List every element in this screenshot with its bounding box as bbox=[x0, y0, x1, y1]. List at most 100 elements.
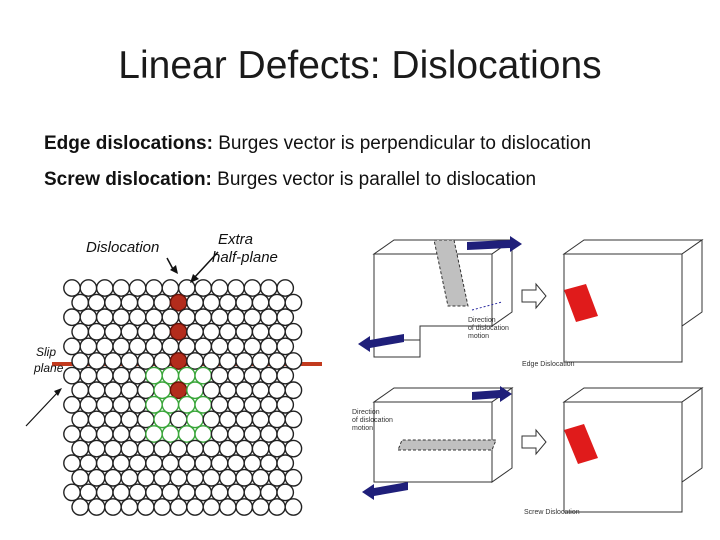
atom bbox=[276, 366, 295, 385]
atom bbox=[153, 439, 172, 458]
edge-dislocation-line: Edge dislocations: Burges vector is perp… bbox=[44, 133, 591, 155]
atom bbox=[202, 381, 221, 400]
atom bbox=[112, 454, 131, 473]
screw-top-arrow bbox=[472, 386, 512, 402]
distorted-atom bbox=[153, 381, 172, 400]
atom bbox=[251, 352, 270, 370]
atom bbox=[194, 483, 213, 502]
atom bbox=[251, 498, 270, 516]
atom bbox=[284, 410, 303, 429]
extra-half-plane-atom bbox=[169, 381, 188, 400]
atom bbox=[161, 279, 180, 297]
atom bbox=[120, 410, 139, 429]
atom bbox=[128, 308, 147, 327]
distorted-atom bbox=[177, 366, 196, 385]
atom bbox=[104, 410, 122, 429]
atom bbox=[276, 454, 295, 473]
atom bbox=[251, 410, 270, 429]
atom bbox=[63, 454, 81, 473]
atom bbox=[210, 337, 229, 356]
atom bbox=[186, 498, 204, 516]
atom bbox=[251, 439, 270, 458]
atom bbox=[243, 279, 262, 297]
atom bbox=[202, 410, 221, 429]
atom bbox=[79, 308, 98, 327]
atom bbox=[202, 322, 221, 341]
atom bbox=[153, 468, 172, 487]
atom bbox=[136, 498, 155, 516]
atom bbox=[227, 454, 245, 473]
atom bbox=[186, 322, 204, 341]
screw-dislocation-line: Screw dislocation: Burges vector is para… bbox=[44, 169, 536, 191]
atom bbox=[177, 483, 196, 502]
atom bbox=[268, 381, 286, 400]
atom bbox=[276, 279, 295, 297]
atom bbox=[210, 308, 229, 327]
atom bbox=[284, 381, 303, 400]
atom bbox=[63, 337, 81, 356]
atom bbox=[104, 381, 122, 400]
atom bbox=[259, 308, 278, 327]
atom bbox=[210, 366, 229, 385]
atom bbox=[79, 279, 98, 297]
atom bbox=[227, 483, 245, 502]
screw-direction-label-1: Direction bbox=[352, 409, 380, 416]
slide-title: Linear Defects: Dislocations bbox=[118, 44, 602, 87]
atom bbox=[161, 454, 180, 473]
atom bbox=[128, 337, 147, 356]
atom bbox=[63, 366, 81, 385]
atom bbox=[276, 483, 295, 502]
atom bbox=[227, 366, 245, 385]
atom bbox=[194, 337, 213, 356]
atom bbox=[284, 293, 303, 312]
atom bbox=[259, 337, 278, 356]
atom bbox=[243, 454, 262, 473]
distorted-atom bbox=[177, 395, 196, 414]
atom bbox=[202, 352, 221, 370]
atom bbox=[112, 483, 131, 502]
atom bbox=[71, 322, 90, 341]
atom bbox=[169, 439, 188, 458]
atom bbox=[120, 381, 139, 400]
edge-transform-arrow bbox=[521, 282, 547, 310]
atom bbox=[79, 395, 98, 414]
atom bbox=[268, 498, 286, 516]
atom bbox=[259, 366, 278, 385]
atom bbox=[128, 395, 147, 414]
atom bbox=[268, 293, 286, 312]
edge-direction-label-3: motion bbox=[468, 333, 489, 340]
atom bbox=[186, 439, 204, 458]
atom bbox=[227, 425, 245, 443]
distorted-atom bbox=[194, 366, 213, 385]
atom bbox=[284, 439, 303, 458]
atom bbox=[136, 381, 155, 400]
atom bbox=[218, 352, 237, 370]
atom bbox=[104, 293, 122, 312]
atom-lattice bbox=[52, 279, 322, 516]
atom bbox=[145, 483, 163, 502]
atom bbox=[104, 352, 122, 370]
atom bbox=[145, 279, 163, 297]
atom bbox=[210, 395, 229, 414]
atom bbox=[243, 337, 262, 356]
atom bbox=[284, 322, 303, 341]
atom bbox=[210, 425, 229, 443]
atom bbox=[87, 293, 106, 312]
atom bbox=[79, 454, 98, 473]
atom bbox=[128, 366, 147, 385]
dislocation-label: Dislocation bbox=[86, 239, 159, 256]
half-plane-label: half-plane bbox=[212, 249, 278, 266]
atom bbox=[251, 468, 270, 487]
atom bbox=[87, 468, 106, 487]
atom bbox=[63, 308, 81, 327]
atom bbox=[268, 468, 286, 487]
screw-block bbox=[372, 387, 514, 483]
atom bbox=[120, 352, 139, 370]
atom bbox=[145, 454, 163, 473]
screw-transform-arrow bbox=[521, 428, 547, 456]
atom bbox=[251, 322, 270, 341]
atom bbox=[194, 454, 213, 473]
atom bbox=[136, 439, 155, 458]
atom bbox=[136, 352, 155, 370]
atom bbox=[71, 439, 90, 458]
